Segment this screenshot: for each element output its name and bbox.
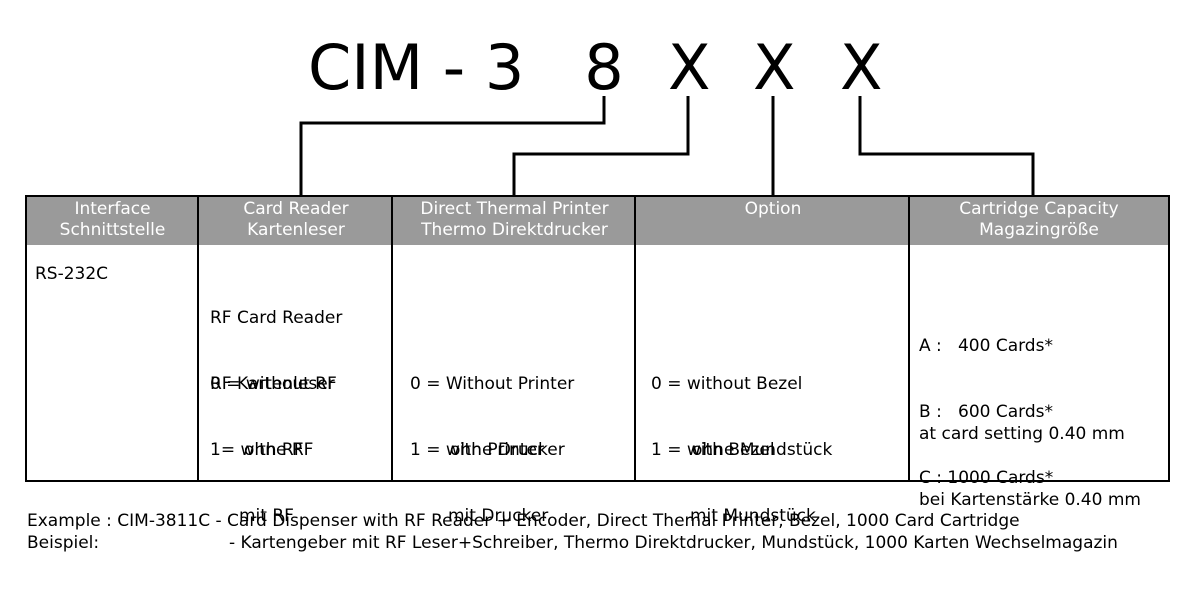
interface-value: RS-232C xyxy=(35,264,109,284)
column-printer: Direct Thermal Printer Thermo Direktdruc… xyxy=(391,197,636,526)
card-reader-option-0: 0 = without RF ohne RF xyxy=(210,374,337,460)
model-code-prefix: CIM - 3 xyxy=(308,31,525,104)
model-code-digit-card-reader: 8 xyxy=(584,31,624,104)
printer-option-1: 1 = with Printer mit Drucker xyxy=(410,440,549,526)
column-interface: Interface Schnittstelle RS-232C xyxy=(27,197,198,481)
column-header-capacity: Cartridge Capacity Magazingröße xyxy=(910,197,1168,245)
column-capacity: Cartridge Capacity Magazingröße A : 400 … xyxy=(908,197,1168,510)
card-reader-option-1: 1= with RF mit RF xyxy=(210,440,304,526)
column-option: Option 0 = without Bezel ohne Mundstück … xyxy=(634,197,910,526)
card-reader-title: RF Card Reader RF Kartenleser xyxy=(210,308,343,394)
option-option-1: 1 = with Bezel mit Mundstück xyxy=(651,440,816,526)
connector-printer xyxy=(512,96,690,196)
column-card-reader: Card Reader Kartenleser RF Card Reader R… xyxy=(197,197,393,526)
model-code-digit-option: X xyxy=(753,31,796,104)
capacity-list: A : 400 Cards* B : 600 Cards* C : 1000 C… xyxy=(919,336,1054,488)
column-header-card-reader: Card Reader Kartenleser xyxy=(199,197,393,245)
example-text-de: - Kartengeber mit RF Leser+Schreiber, Th… xyxy=(229,533,1118,553)
connector-card-reader xyxy=(299,96,606,196)
capacity-note: at card setting 0.40 mm bei Kartenstärke… xyxy=(919,424,1141,510)
model-code-digit-capacity: X xyxy=(840,31,883,104)
code-table xyxy=(25,195,1170,482)
printer-option-0: 0 = Without Printer ohne Drucker xyxy=(410,374,575,460)
column-header-interface: Interface Schnittstelle xyxy=(27,197,198,245)
example-line: Example : CIM-3811C - Card Dispenser wit… xyxy=(27,511,1020,531)
option-option-0: 0 = without Bezel ohne Mundstück xyxy=(651,374,833,460)
connector-capacity xyxy=(858,96,1035,196)
example-label-de: Beispiel: xyxy=(27,533,100,553)
column-header-option: Option xyxy=(636,197,910,245)
column-header-printer: Direct Thermal Printer Thermo Direktdruc… xyxy=(393,197,636,245)
model-code-digit-printer: X xyxy=(668,31,711,104)
